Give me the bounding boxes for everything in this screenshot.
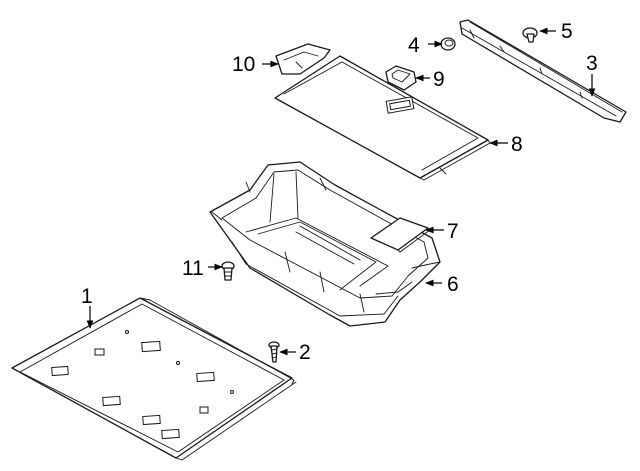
push-clip-part-11 [221, 261, 235, 281]
callout-2: 2 [299, 341, 311, 364]
callout-3: 3 [586, 52, 598, 75]
callout-labels: 1 2 3 4 5 6 7 8 9 10 11 [81, 20, 598, 364]
callout-7: 7 [447, 220, 459, 243]
handle-part-9 [385, 65, 417, 91]
grommet-part-4 [440, 37, 456, 51]
callout-6: 6 [447, 273, 459, 296]
callout-1: 1 [81, 285, 93, 308]
trim-strip-part-3 [459, 19, 627, 123]
callout-5: 5 [561, 20, 573, 43]
load-floor-cover-part-8 [274, 55, 491, 181]
floor-panel-part-1 [11, 297, 297, 461]
bracket-part-10 [275, 43, 331, 75]
callout-9: 9 [433, 68, 445, 91]
callout-8: 8 [511, 133, 523, 156]
callout-11: 11 [182, 257, 204, 280]
callout-arrows [86, 27, 596, 356]
push-pin-part-5 [522, 27, 538, 43]
storage-tub-part-6 [209, 161, 441, 327]
screw-part-2 [268, 341, 280, 363]
callout-4: 4 [408, 34, 420, 57]
callout-10: 10 [232, 53, 255, 76]
